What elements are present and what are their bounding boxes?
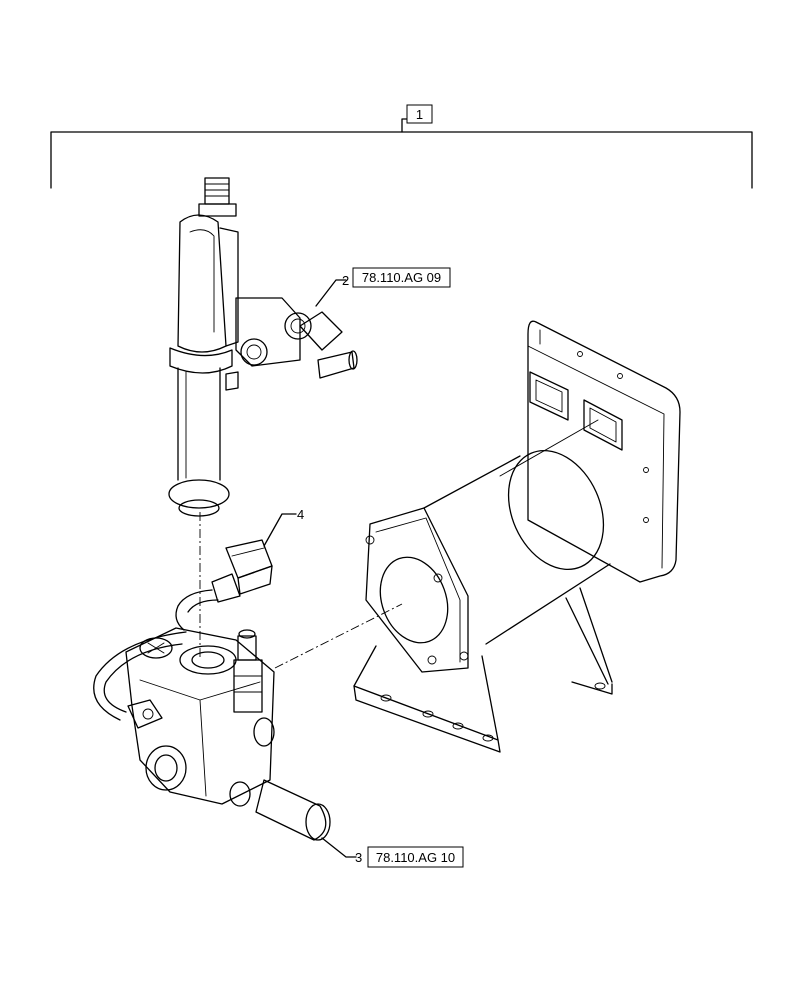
valve-block-assembly (93, 627, 331, 841)
callout-4-number: 4 (297, 507, 304, 522)
motor-module-assembly (353, 320, 681, 753)
sensor-connector (175, 539, 273, 631)
alignment-lines (199, 512, 403, 669)
callout-3: 3 78.110.AG 10 (321, 837, 464, 868)
group-bracket: 1 (50, 104, 753, 189)
callout-3-reference: 78.110.AG 10 (376, 850, 455, 865)
callout-2: 2 78.110.AG 09 (315, 267, 451, 307)
callout-2-reference: 78.110.AG 09 (362, 270, 441, 285)
callout-4: 4 (263, 507, 304, 547)
callout-3-number: 3 (355, 850, 362, 865)
callout-1-number: 1 (416, 107, 423, 122)
callout-2-number: 2 (342, 273, 349, 288)
cylinder-assembly (168, 177, 358, 517)
